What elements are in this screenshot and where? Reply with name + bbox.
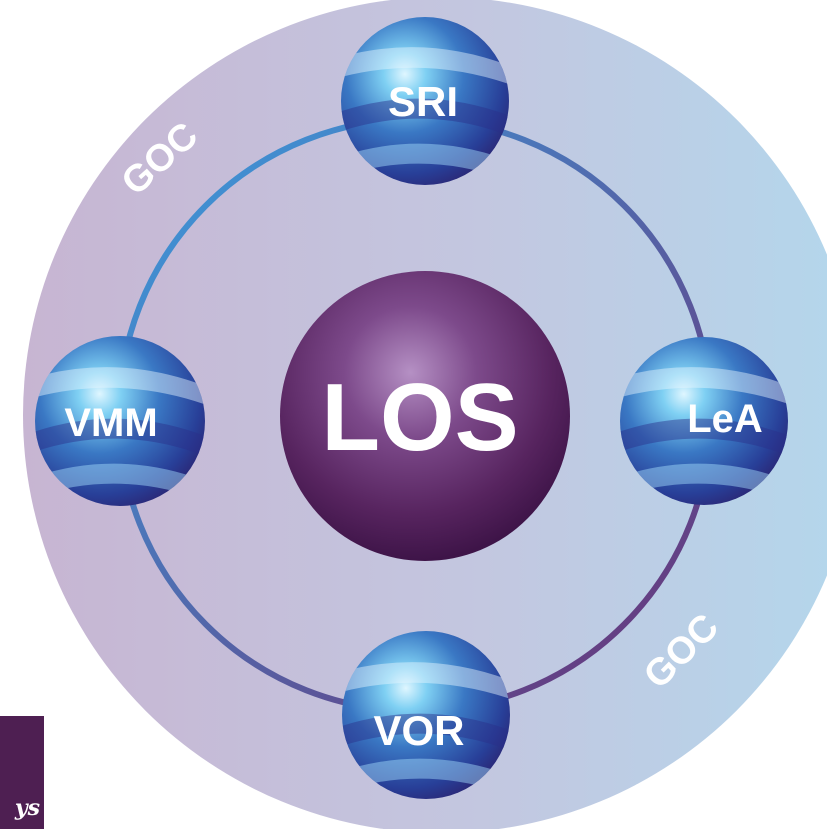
center-node: LOS bbox=[280, 271, 570, 561]
node-sphere-top bbox=[341, 17, 509, 185]
node-sphere-bottom bbox=[342, 631, 510, 799]
node-label-left: VMM bbox=[64, 401, 157, 445]
node-left: VMM bbox=[35, 336, 205, 506]
node-sphere-left bbox=[35, 336, 205, 506]
sphere-stripes-bottom bbox=[342, 662, 510, 799]
center-sphere bbox=[280, 271, 570, 561]
sphere-stripes-right bbox=[620, 367, 788, 505]
node-right: LeA bbox=[620, 337, 788, 505]
sphere-stripes-top bbox=[341, 47, 509, 185]
node-top: SRI bbox=[341, 17, 509, 185]
center-label: LOS bbox=[321, 364, 518, 471]
node-bottom: VOR bbox=[342, 631, 510, 799]
corner-logo-tab: ys bbox=[0, 716, 44, 829]
node-label-top: SRI bbox=[388, 78, 458, 125]
node-label-right: LeA bbox=[687, 397, 763, 441]
node-label-bottom: VOR bbox=[373, 707, 464, 754]
node-sphere-right bbox=[620, 337, 788, 505]
sphere-stripes-left bbox=[35, 367, 205, 505]
corner-text: ys bbox=[14, 795, 40, 821]
